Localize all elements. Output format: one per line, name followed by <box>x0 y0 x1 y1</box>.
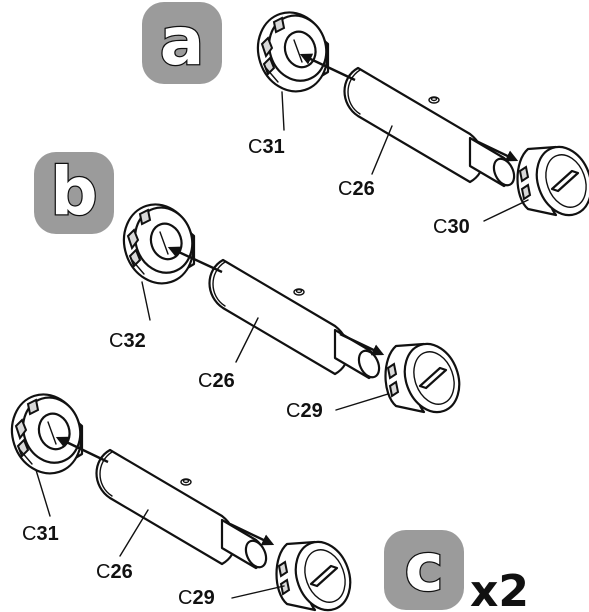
step-a-ring-part <box>246 2 339 102</box>
step-b-badge-letter: b <box>50 153 97 230</box>
step-b-tube-label: C26 <box>198 370 235 392</box>
step-b-cap-part <box>384 335 470 421</box>
step-a: a C31 C26 C30 <box>142 2 589 238</box>
step-a-badge: a <box>142 2 222 84</box>
step-c-badge: c <box>384 528 464 610</box>
step-a-tube-label: C26 <box>338 178 375 200</box>
step-b-ring-label: C32 <box>109 330 146 352</box>
step-c-badge-letter: c <box>404 529 443 606</box>
step-a-arrow-cap <box>473 138 519 162</box>
step-a-tube-part <box>343 66 520 190</box>
step-a-badge-letter: a <box>160 3 205 80</box>
step-b-arrow-ring <box>167 246 223 274</box>
step-c-arrow-cap <box>229 522 275 546</box>
step-c-cap-label: C29 <box>178 587 215 609</box>
step-c-arrow-ring <box>55 436 109 464</box>
step-a-ring-label: C31 <box>248 136 285 158</box>
step-c: c x2 C31 C26 C29 <box>0 384 529 612</box>
step-b-badge: b <box>34 152 114 234</box>
step-c-quantity-multiplier: x2 <box>470 566 529 612</box>
step-c-ring-label: C31 <box>22 523 59 545</box>
step-c-ring-part <box>0 384 93 484</box>
step-b: b C32 C26 C29 <box>34 152 470 422</box>
step-b-ring-part <box>112 194 205 294</box>
step-b-cap-label: C29 <box>286 400 323 422</box>
step-a-cap-label: C30 <box>433 216 470 238</box>
step-a-arrow-ring <box>299 53 356 82</box>
step-a-cap-part <box>516 138 589 224</box>
step-b-arrow-cap <box>339 332 385 356</box>
step-c-cap-part <box>275 533 361 612</box>
step-c-tube-label: C26 <box>96 561 133 583</box>
